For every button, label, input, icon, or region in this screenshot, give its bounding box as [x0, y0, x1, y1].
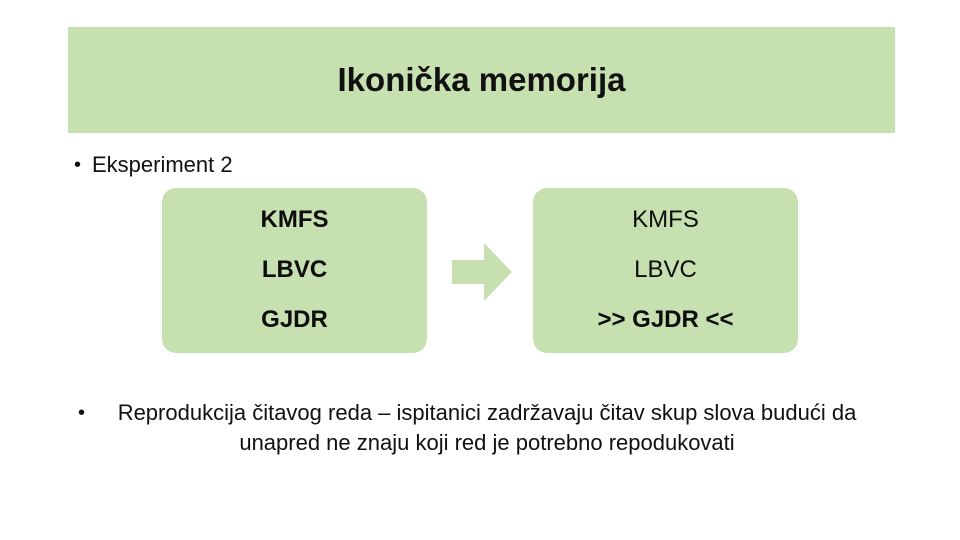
- bullet-text-description: Reprodukcija čitavog reda – ispitanici z…: [117, 400, 857, 455]
- bullet-text-experiment: Eksperiment 2: [92, 152, 233, 177]
- stimulus-display-box: KMFS LBVC GJDR: [162, 188, 427, 353]
- recall-row-2: LBVC: [634, 255, 697, 283]
- bullet-marker-icon: •: [74, 154, 82, 176]
- bullet-marker-icon-2: •: [78, 402, 86, 424]
- right-arrow-icon: [452, 243, 512, 301]
- title-banner: Ikonička memorija: [68, 27, 895, 133]
- stimulus-row-2: LBVC: [261, 255, 328, 283]
- bullet-item-experiment: • Eksperiment 2: [74, 150, 494, 180]
- recall-row-1: KMFS: [632, 205, 699, 233]
- page-title: Ikonička memorija: [337, 60, 626, 98]
- recall-row-3: >> GJDR <<: [597, 305, 734, 333]
- stimulus-row-1: KMFS: [260, 205, 329, 233]
- recall-response-box: KMFS LBVC >> GJDR <<: [533, 188, 798, 353]
- stimulus-row-3: GJDR: [261, 305, 328, 333]
- bullet-item-description: • Reprodukcija čitavog reda – ispitanici…: [78, 398, 878, 458]
